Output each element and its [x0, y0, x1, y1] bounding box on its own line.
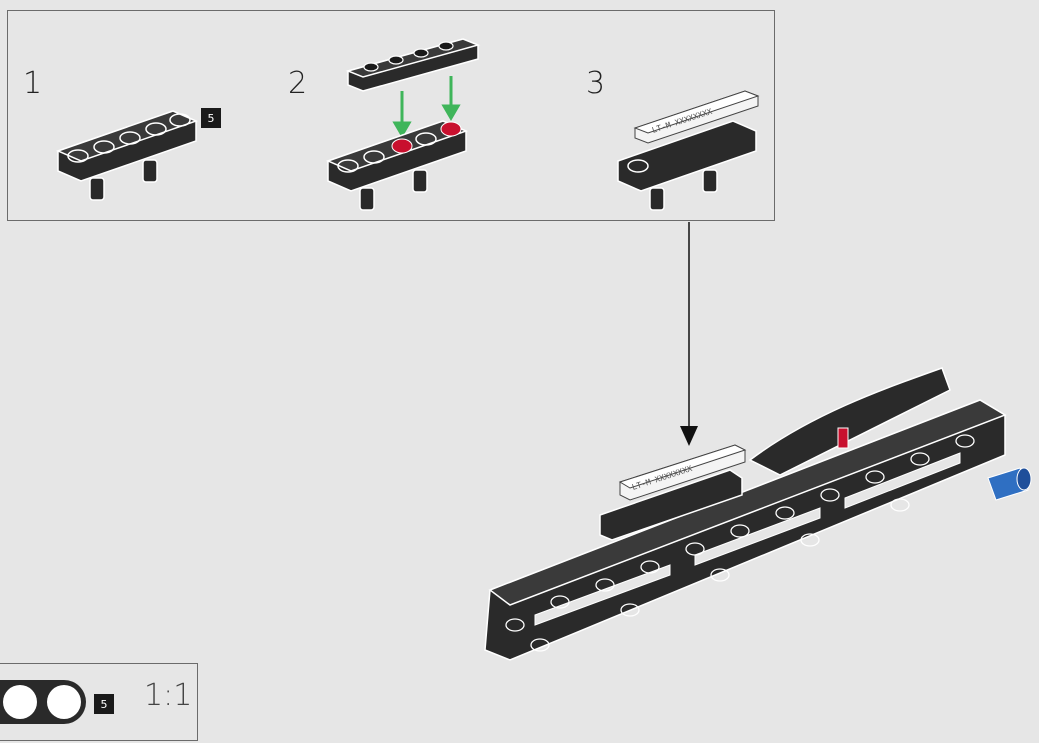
green-arrows	[392, 76, 461, 138]
liftarm-1-1-icon	[0, 680, 86, 724]
step-3-number: 3	[586, 66, 606, 101]
step-3-assembly: LT-M XXXXXXXX	[617, 90, 760, 211]
main-model: LT-M XXXXXXXX	[484, 367, 1032, 661]
step-2-assembly	[325, 38, 481, 211]
scale-ratio: 1:1	[144, 678, 193, 713]
sub-assembly-panel: 1 5 2	[7, 10, 775, 221]
scale-indicator: 5 1:1	[0, 663, 198, 741]
scale-qty-badge: 5	[94, 694, 114, 714]
step-1-liftarm	[55, 110, 199, 201]
step-1-qty-badge: 5	[201, 108, 221, 128]
step-1-number: 1	[23, 66, 43, 101]
step-2-number: 2	[288, 66, 308, 101]
blue-connector	[987, 467, 1032, 501]
